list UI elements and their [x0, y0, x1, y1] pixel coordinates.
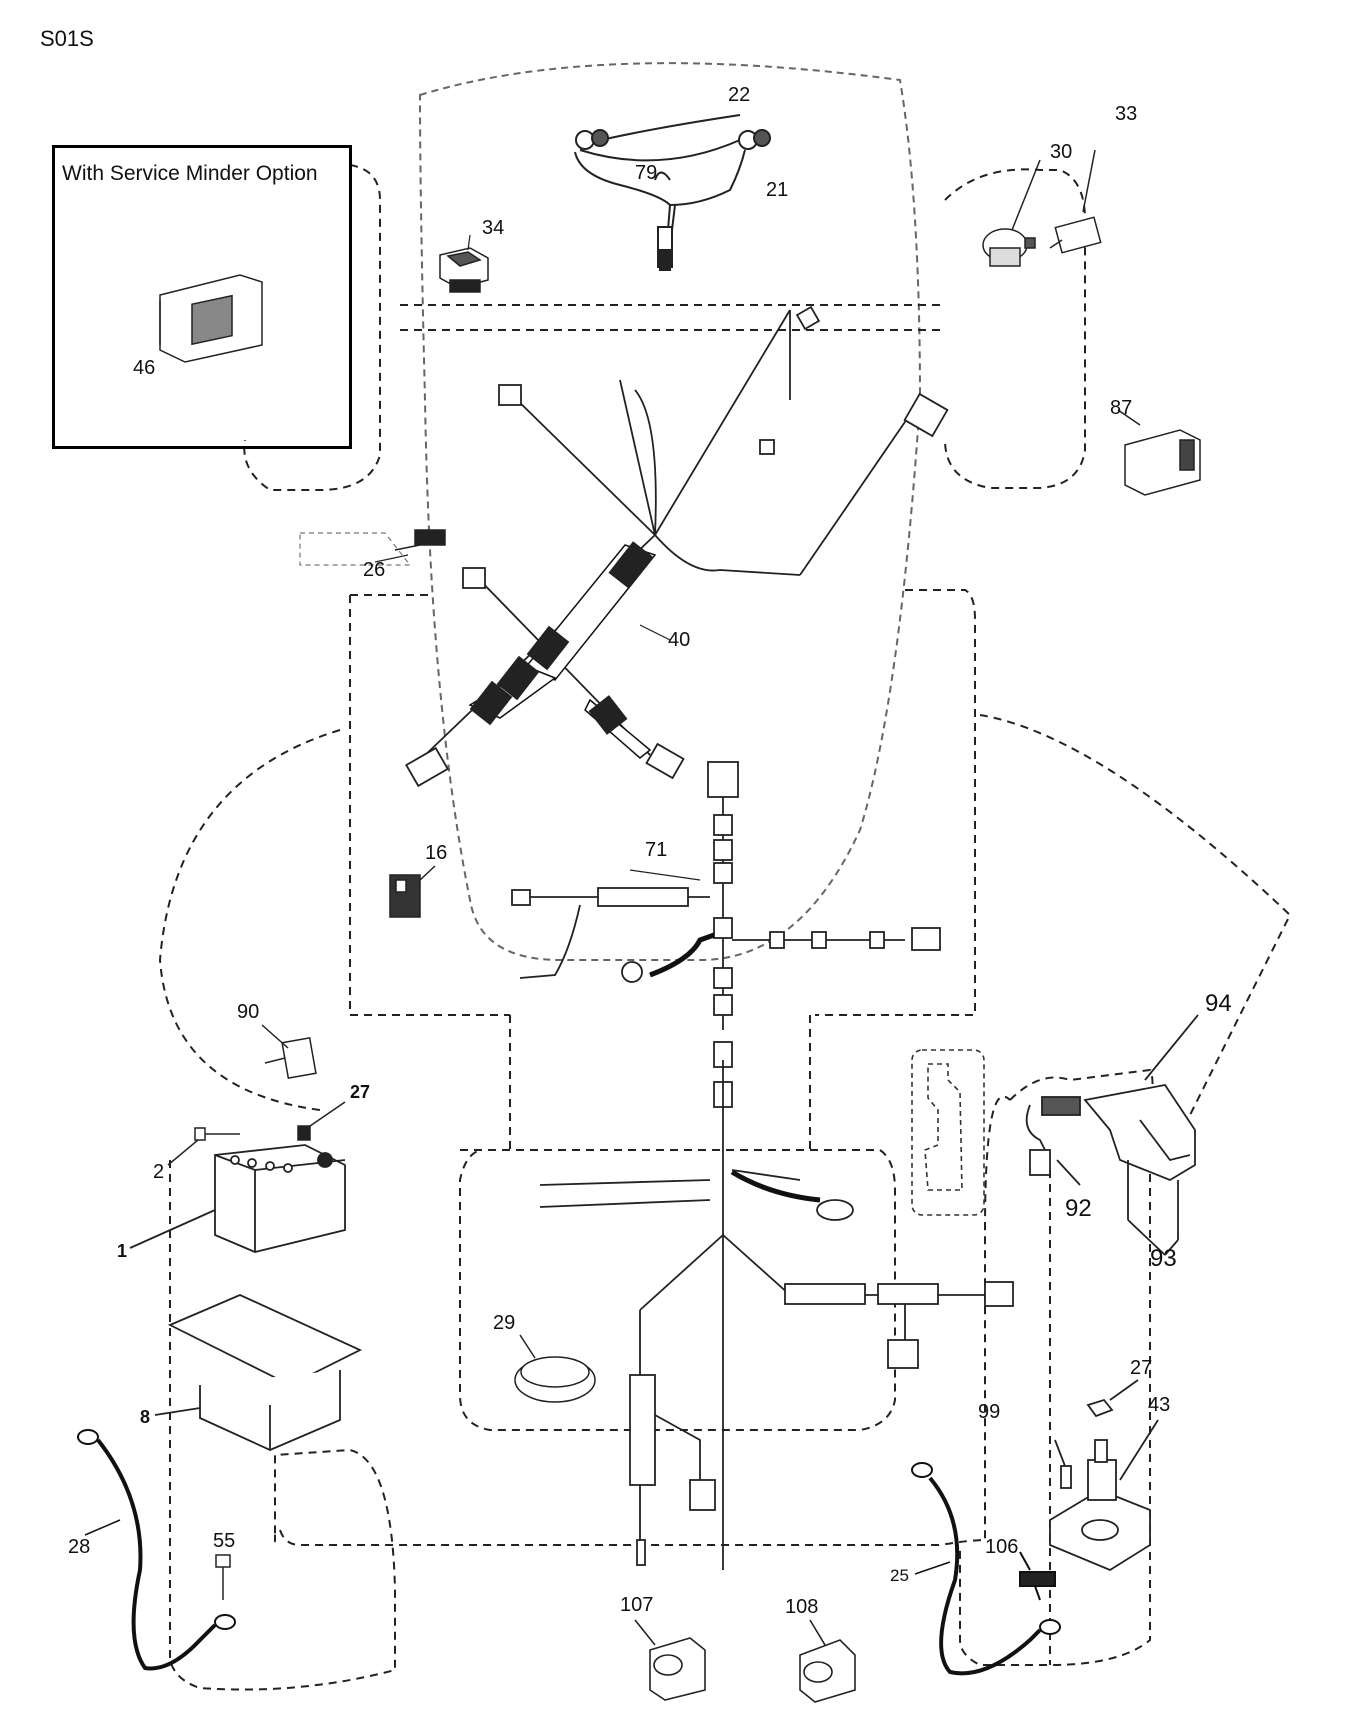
dash-floor: [273, 1095, 1011, 1546]
callout-46: 46: [133, 357, 156, 379]
module-107: [634, 1619, 706, 1701]
callout-16: 16: [425, 842, 448, 864]
battery-ground-cable: [77, 1429, 236, 1671]
pto-switch: [439, 247, 489, 293]
callout-1: 1: [117, 1241, 128, 1261]
callout-93: 93: [1150, 1245, 1177, 1272]
service-minder-inset: [52, 145, 352, 449]
starter-solenoid-bracket: [1049, 1379, 1159, 1572]
interlock-switch: [261, 1024, 317, 1080]
callout-27-battery: 27: [350, 1082, 371, 1102]
callout-28: 28: [68, 1536, 91, 1558]
callout-29: 29: [493, 1312, 516, 1334]
dash-mid-body: [349, 589, 976, 1150]
callout-92: 92: [1065, 1195, 1092, 1222]
solenoid-assembly: [1025, 1014, 1199, 1256]
callout-22: 22: [728, 84, 751, 106]
callout-33: 33: [1115, 103, 1138, 125]
callout-27-nut: 27: [1130, 1357, 1153, 1379]
callout-40: 40: [668, 629, 691, 651]
callout-21: 21: [766, 179, 789, 201]
callout-107: 107: [620, 1594, 654, 1616]
dash-left-panel: [243, 164, 381, 491]
callout-108: 108: [785, 1596, 819, 1618]
dash-right-panel: [944, 168, 1086, 489]
callout-106: 106: [985, 1536, 1019, 1558]
headlight-harness: [574, 114, 771, 271]
starter-cable: [911, 1462, 1061, 1676]
relay: [1117, 409, 1201, 496]
callout-90: 90: [237, 1001, 260, 1023]
callout-99: 99: [978, 1401, 1001, 1423]
ignition-key: [1049, 149, 1102, 254]
key-switch-connector: [389, 865, 436, 918]
seat-switch-outline: [911, 1049, 985, 1216]
callout-30: 30: [1050, 141, 1073, 163]
callout-34: 34: [482, 217, 505, 239]
main-harness: [405, 305, 949, 788]
dash-left-wheel: [158, 729, 341, 1111]
battery-bolt: [167, 1101, 346, 1166]
battery-tray: [154, 1294, 363, 1451]
ground-bolt: [215, 1554, 231, 1600]
dash-battery-tray-left: [169, 1160, 396, 1691]
callout-71: 71: [645, 839, 668, 861]
service-minder-module: [159, 274, 263, 363]
battery: [129, 1144, 346, 1253]
page-code: S01S: [40, 26, 94, 51]
hood-outline: [418, 62, 922, 961]
module-108: [799, 1619, 856, 1703]
ignition-switch: [982, 159, 1041, 267]
callout-25: 25: [890, 1566, 909, 1585]
callout-43: 43: [1148, 1394, 1171, 1416]
callout-8: 8: [140, 1407, 151, 1427]
fuse-holder-outline: [299, 532, 412, 566]
callout-87: 87: [1110, 397, 1133, 419]
callout-2: 2: [153, 1161, 165, 1183]
callout-55: 55: [213, 1530, 236, 1552]
leader-lines: [374, 234, 701, 881]
chassis-harness: [511, 761, 1014, 1570]
callout-79: 79: [635, 162, 658, 184]
cable-clip: [1019, 1551, 1056, 1601]
inset-title: With Service Minder Option: [62, 162, 318, 185]
grommet: [514, 1334, 596, 1403]
dash-right-wheel: [979, 714, 1292, 1116]
fuse-holder: [394, 529, 446, 551]
loom-bands: [469, 541, 654, 735]
callout-26: 26: [363, 559, 386, 581]
callout-94: 94: [1205, 990, 1232, 1017]
